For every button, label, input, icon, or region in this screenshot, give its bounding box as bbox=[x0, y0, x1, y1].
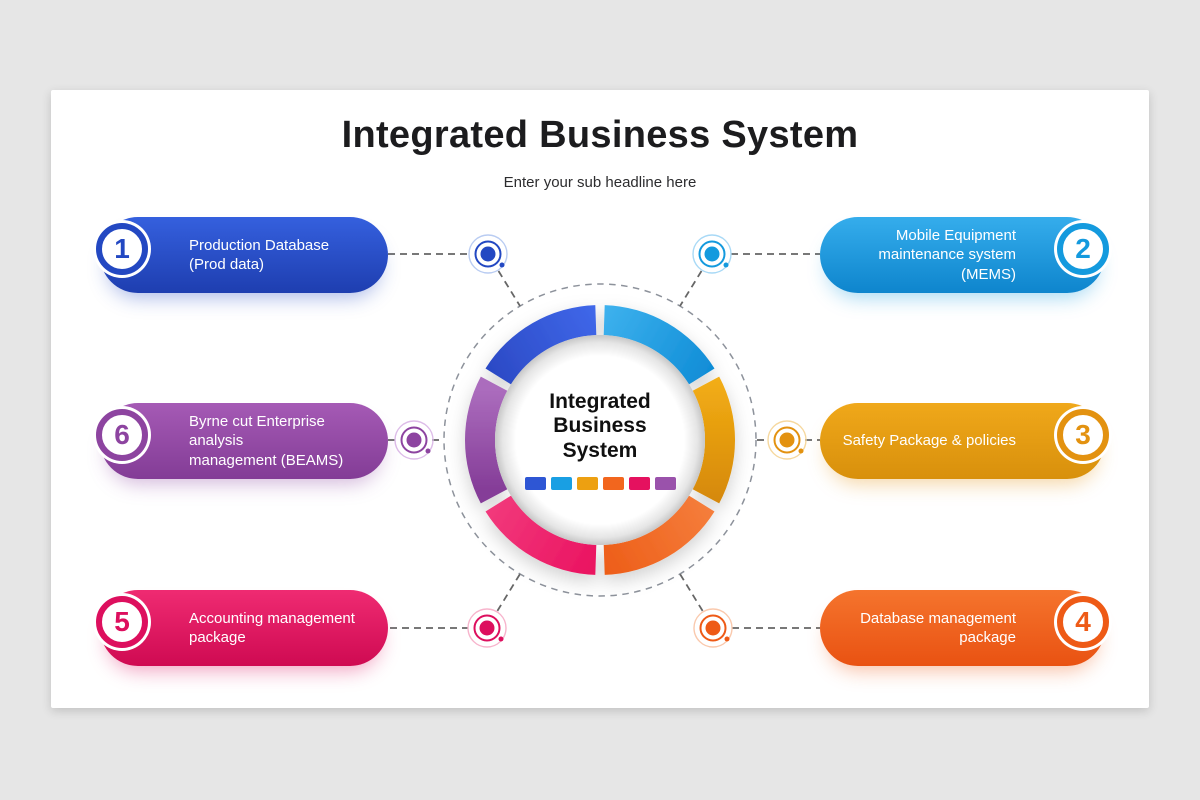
center-label-block: Integrated Business System bbox=[495, 335, 705, 545]
node-satellite-icon bbox=[798, 448, 804, 454]
item-pill-4: 4 Database management package bbox=[820, 590, 1109, 666]
node-satellite-icon bbox=[723, 262, 729, 268]
legend-swatch-4 bbox=[602, 477, 624, 491]
slide-card: Integrated Business System Enter your su… bbox=[51, 90, 1149, 708]
item-number-badge-2: 2 bbox=[1057, 223, 1109, 275]
item-title-6: Byrne cut Enterprise analysis management… bbox=[189, 412, 344, 469]
connector-line-5b bbox=[496, 573, 521, 612]
center-legend bbox=[524, 477, 676, 491]
donut-segment-3 bbox=[692, 376, 736, 504]
connector-node-4 bbox=[693, 608, 733, 648]
node-satellite-icon bbox=[499, 262, 505, 268]
connector-line-2b bbox=[679, 270, 703, 307]
donut-segment-2 bbox=[603, 305, 715, 385]
center-circle-shadow bbox=[495, 335, 705, 545]
item-pill-3: 3 Safety Package & policies bbox=[820, 403, 1109, 479]
item-number-badge-5: 5 bbox=[96, 596, 148, 648]
item-number-badge-1: 1 bbox=[96, 223, 148, 275]
connector-node-5 bbox=[467, 608, 507, 648]
legend-swatch-3 bbox=[576, 477, 598, 491]
node-core-icon bbox=[704, 246, 720, 262]
donut-segment-5 bbox=[485, 495, 597, 575]
item-pill-2: 2 Mobile Equipment maintenance system (M… bbox=[820, 217, 1109, 293]
node-core-icon bbox=[406, 432, 422, 448]
connector-node-1 bbox=[468, 234, 508, 274]
node-core-icon bbox=[779, 432, 795, 448]
connector-line-1b bbox=[497, 270, 521, 307]
connector-node-2 bbox=[692, 234, 732, 274]
node-core-icon bbox=[479, 620, 495, 636]
item-title-1: Production Database (Prod data) bbox=[189, 236, 330, 274]
connector-node-3 bbox=[767, 420, 807, 460]
node-satellite-icon bbox=[724, 636, 730, 642]
connector-node-6 bbox=[394, 420, 434, 460]
legend-swatch-1 bbox=[524, 477, 546, 491]
legend-swatch-5 bbox=[628, 477, 650, 491]
node-satellite-icon bbox=[425, 448, 431, 454]
connector-line-4b bbox=[679, 573, 704, 612]
item-number-badge-3: 3 bbox=[1057, 409, 1109, 461]
node-core-icon bbox=[705, 620, 721, 636]
donut-segment-4 bbox=[603, 495, 715, 575]
item-number-badge-4: 4 bbox=[1057, 596, 1109, 648]
item-pill-5: 5 Accounting management package bbox=[96, 590, 388, 666]
donut-segment-6 bbox=[464, 376, 508, 504]
page-subtitle: Enter your sub headline here bbox=[503, 174, 697, 191]
center-label: Integrated Business System bbox=[549, 389, 651, 462]
donut-segment-1 bbox=[485, 305, 597, 385]
item-title-2: Mobile Equipment maintenance system (MEM… bbox=[878, 226, 1016, 283]
legend-swatch-6 bbox=[654, 477, 676, 491]
item-pill-6: 6 Byrne cut Enterprise analysis manageme… bbox=[96, 403, 388, 479]
dashed-orbit-circle bbox=[443, 283, 757, 597]
node-satellite-icon bbox=[498, 636, 504, 642]
item-title-5: Accounting management package bbox=[189, 609, 355, 647]
page-title: Integrated Business System bbox=[341, 114, 859, 156]
item-title-3: Safety Package & policies bbox=[842, 432, 1016, 450]
legend-swatch-2 bbox=[550, 477, 572, 491]
diagram-canvas bbox=[388, 234, 820, 648]
node-core-icon bbox=[480, 246, 496, 262]
item-pill-1: 1 Production Database (Prod data) bbox=[96, 217, 388, 293]
item-title-4: Database management package bbox=[860, 609, 1016, 647]
item-number-badge-6: 6 bbox=[96, 409, 148, 461]
